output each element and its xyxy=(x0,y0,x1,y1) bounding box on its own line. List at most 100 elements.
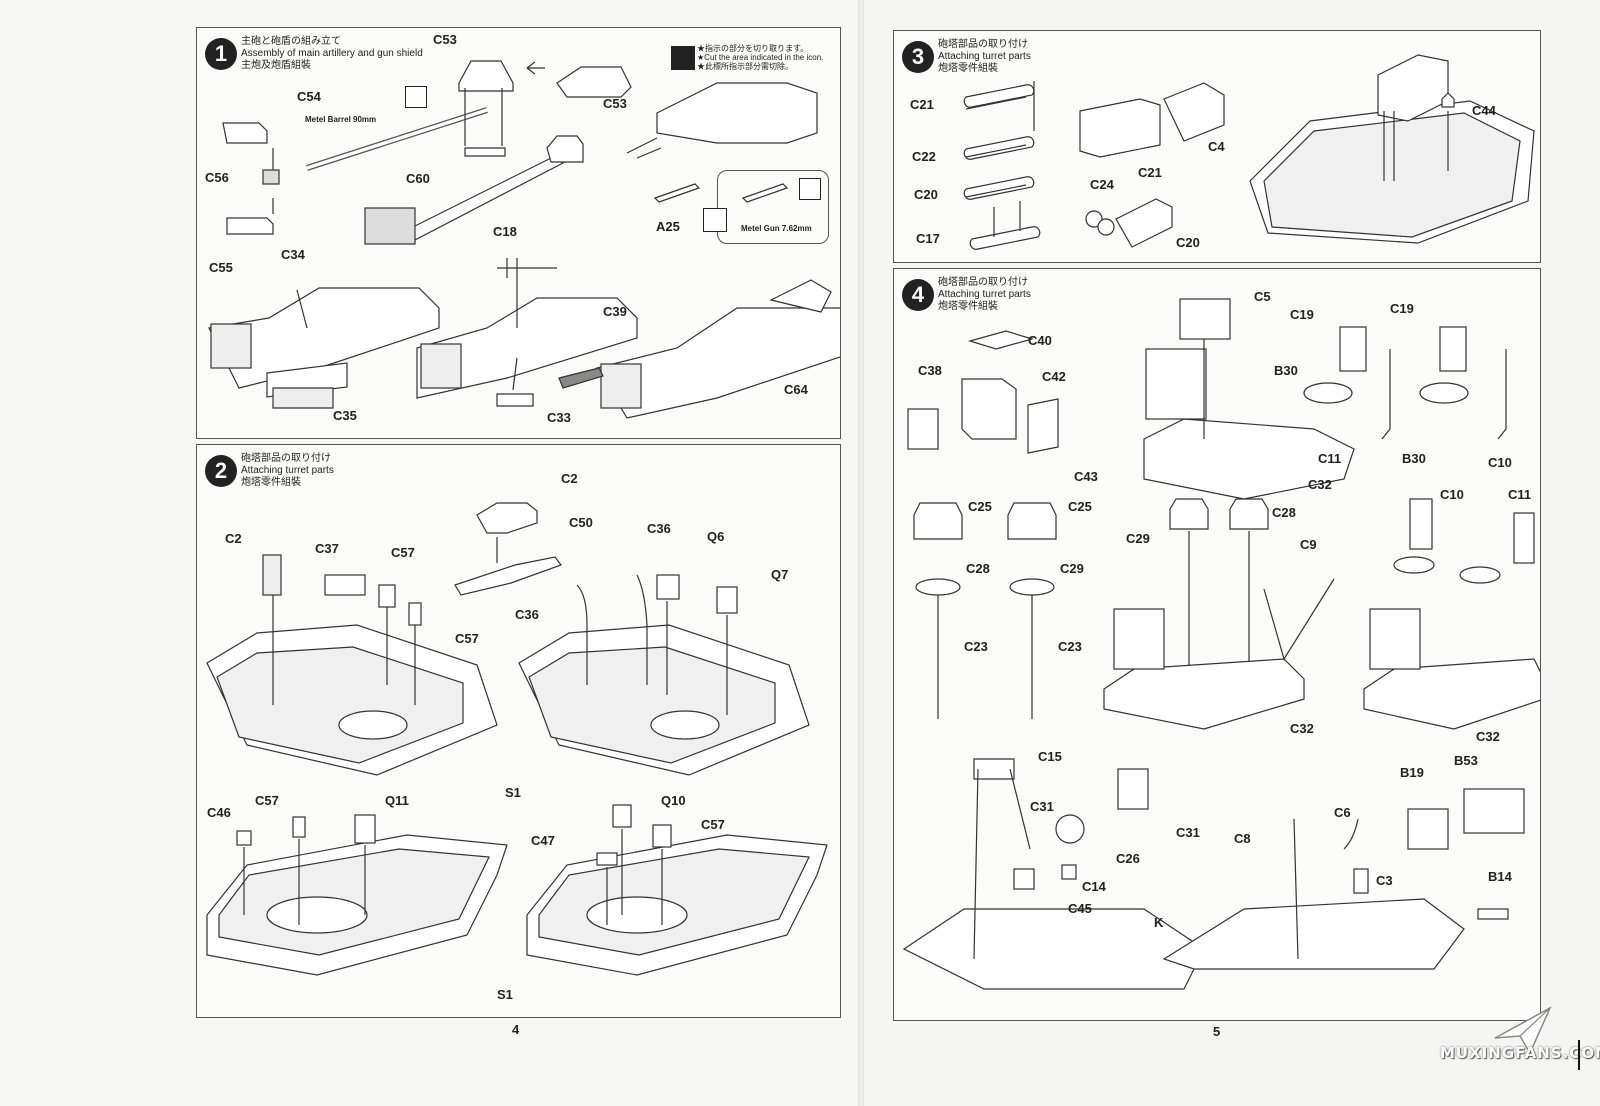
part-label: C57 xyxy=(255,793,279,808)
step-4-title-jp: 砲塔部品の取り付け xyxy=(938,277,1028,288)
part-label: C29 xyxy=(1126,531,1150,546)
part-label: Q7 xyxy=(771,567,789,582)
glue-icon-2 xyxy=(799,178,821,200)
step-2-panel: 2 砲塔部品の取り付け Attaching turret parts 炮塔零件組… xyxy=(196,444,841,1018)
part-label: C32 xyxy=(1308,477,1332,492)
part-label: C6 xyxy=(1334,805,1351,820)
part-label: C26 xyxy=(1116,851,1140,866)
part-label: C28 xyxy=(1272,505,1296,520)
step-1-title: 主砲と砲盾の組み立て Assembly of main artillery an… xyxy=(241,36,423,72)
part-label: C15 xyxy=(1038,749,1062,764)
step-2-illustration xyxy=(206,502,828,976)
part-label: C35 xyxy=(333,408,357,423)
part-label: K xyxy=(1154,915,1164,930)
part-label: C31 xyxy=(1030,799,1054,814)
part-label: C4 xyxy=(1208,139,1225,154)
part-label: C2 xyxy=(225,531,242,546)
part-label: C19 xyxy=(1390,301,1414,316)
part-label: B53 xyxy=(1454,753,1478,768)
cut-note-jp: ★指示の部分を切り取ります。 xyxy=(697,44,809,53)
page-number-left: 4 xyxy=(512,1022,520,1037)
step-3-title: 砲塔部品の取り付け Attaching turret parts 炮塔零件組裝 xyxy=(938,39,1031,75)
step-3-badge: 3 xyxy=(902,41,934,73)
part-label: C60 xyxy=(406,171,430,186)
part-label: C29 xyxy=(1060,561,1084,576)
part-label: Q10 xyxy=(661,793,686,808)
part-label: C9 xyxy=(1300,537,1317,552)
step-1-title-jp: 主砲と砲盾の組み立て xyxy=(241,36,341,47)
part-label: C36 xyxy=(647,521,671,536)
part-label: C23 xyxy=(1058,639,1082,654)
page-number-right: 5 xyxy=(1213,1024,1221,1039)
part-label: S1 xyxy=(497,987,513,1002)
part-label: C53 xyxy=(603,96,627,111)
part-label: C54 xyxy=(297,89,321,104)
step-2-badge: 2 xyxy=(205,455,237,487)
gun-label: Metel Gun 7.62mm xyxy=(741,224,812,233)
part-label: C56 xyxy=(205,170,229,185)
part-label: C50 xyxy=(569,515,593,530)
part-label: S1 xyxy=(505,785,521,800)
part-label: C21 xyxy=(910,97,934,112)
part-label: B30 xyxy=(1402,451,1426,466)
part-label: C31 xyxy=(1176,825,1200,840)
step-4-title-cn: 炮塔零件組裝 xyxy=(938,301,998,312)
part-label: C8 xyxy=(1234,831,1251,846)
part-label: C11 xyxy=(1318,451,1342,466)
part-label: C3 xyxy=(1376,873,1393,888)
part-label: C47 xyxy=(531,833,555,848)
step-2-title: 砲塔部品の取り付け Attaching turret parts 炮塔零件組裝 xyxy=(241,453,334,489)
part-label: C37 xyxy=(315,541,339,556)
part-label: C25 xyxy=(968,499,992,514)
part-label: C5 xyxy=(1254,289,1271,304)
part-label: C38 xyxy=(918,363,942,378)
step-2-title-cn: 炮塔零件組裝 xyxy=(241,477,301,488)
page-gutter xyxy=(858,0,864,1106)
part-label: C43 xyxy=(1074,469,1098,484)
part-label: Q11 xyxy=(385,793,409,808)
part-label: C20 xyxy=(914,187,938,202)
part-label: C11 xyxy=(1508,487,1532,502)
step-1-illustration xyxy=(208,60,840,419)
step-1-title-en: Assembly of main artillery and gun shiel… xyxy=(241,48,423,59)
part-label: C33 xyxy=(547,410,571,425)
cut-note: ★指示の部分を切り取ります。 ★Cut the area indicated i… xyxy=(697,44,823,71)
step-3-panel: 3 砲塔部品の取り付け Attaching turret parts 炮塔零件組… xyxy=(893,30,1541,263)
part-label: C44 xyxy=(1472,103,1496,118)
part-label: C36 xyxy=(515,607,539,622)
part-label: C39 xyxy=(603,304,627,319)
part-label: C24 xyxy=(1090,177,1114,192)
cut-note-cn: ★此標所指示部分需切除。 xyxy=(697,62,793,71)
step-4-badge: 4 xyxy=(902,279,934,311)
barrel-label: Metel Barrel 90mm xyxy=(305,115,377,124)
watermark-logo-icon xyxy=(1494,1006,1552,1055)
step-2-title-jp: 砲塔部品の取り付け xyxy=(241,453,331,464)
part-label: C2 xyxy=(561,471,578,486)
part-label: A25 xyxy=(656,219,680,234)
part-label: C64 xyxy=(784,382,808,397)
part-label: C22 xyxy=(912,149,936,164)
part-label: C14 xyxy=(1082,879,1106,894)
step-1-panel: 1 主砲と砲盾の組み立て Assembly of main artillery … xyxy=(196,27,841,439)
swap-arrow-icon xyxy=(703,208,727,232)
part-label: B30 xyxy=(1274,363,1298,378)
step-4-title: 砲塔部品の取り付け Attaching turret parts 炮塔零件組裝 xyxy=(938,277,1031,313)
step-4-illustration xyxy=(902,298,1540,990)
step-4-panel: 4 砲塔部品の取り付け Attaching turret parts 炮塔零件組… xyxy=(893,268,1541,1021)
part-label: C42 xyxy=(1042,369,1066,384)
step-2-title-en: Attaching turret parts xyxy=(241,465,334,476)
part-label: C57 xyxy=(391,545,415,560)
step-4-title-en: Attaching turret parts xyxy=(938,289,1031,300)
part-label: C20 xyxy=(1176,235,1200,250)
part-label: C32 xyxy=(1476,729,1500,744)
part-label: C57 xyxy=(455,631,479,646)
part-label: C55 xyxy=(209,260,233,275)
cut-note-en: ★Cut the area indicated in the icon. xyxy=(697,53,824,62)
step-1-badge: 1 xyxy=(205,38,237,70)
part-label: B19 xyxy=(1400,765,1424,780)
step-1-title-cn: 主炮及炮盾組裝 xyxy=(241,60,311,71)
part-label: C18 xyxy=(493,224,517,239)
part-label: C53 xyxy=(433,32,457,47)
part-label: C28 xyxy=(966,561,990,576)
part-label: C10 xyxy=(1488,455,1512,470)
